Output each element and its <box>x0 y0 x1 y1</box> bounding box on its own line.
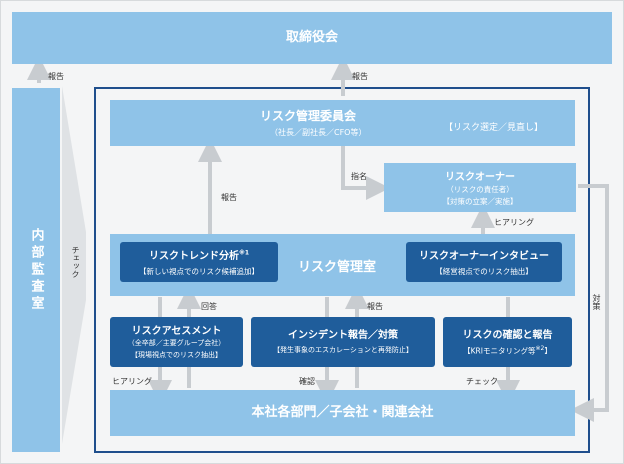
risk-confirm-box: リスクの確認と報告 【KRIモニタリング等※2】 <box>443 317 572 367</box>
interview-title: リスクオーナーインタビュー <box>419 251 549 262</box>
label-check-audit: チェック <box>71 246 80 278</box>
label-answer: 回答 <box>201 302 217 311</box>
owner-line1: （リスクの責任者） <box>446 185 514 194</box>
interview-sub: 【経営視点でのリスク抽出】 <box>435 267 533 276</box>
label-report-audit: 報告 <box>48 72 64 81</box>
trend-title: リスクトレンド分析 <box>148 251 239 262</box>
board-title: 取締役会 <box>285 30 338 45</box>
incident-title: インシデント報告／対策 <box>288 330 398 341</box>
audit-box: 内部監査室 <box>12 88 60 452</box>
check-chevron-shape <box>62 86 86 444</box>
audit-title: 内部監査室 <box>28 227 44 313</box>
owner-title: リスクオーナー <box>445 172 515 183</box>
incident-sub: 【発生事象のエスカレーションと再発防止】 <box>273 346 413 354</box>
committee-title: リスク管理委員会 <box>260 109 357 123</box>
committee-members: （社長／副社長／CFO等） <box>270 128 367 137</box>
owner-box: リスクオーナー （リスクの責任者） 【対策の立案／実施】 <box>384 163 576 212</box>
label-report-room: 報告 <box>221 193 237 202</box>
confirm-sub-end: 】 <box>544 346 552 356</box>
assessment-line1: （全卒部／主要グループ会社） <box>127 339 226 347</box>
label-nominate: 指名 <box>351 172 367 181</box>
label-confirm: 確認 <box>299 377 315 386</box>
risk-assessment-box: リスクアセスメント （全卒部／主要グループ会社） 【現場視点でのリスク抽出】 <box>110 317 243 367</box>
company-title: 本社各部門／子会社・関連会社 <box>251 405 434 420</box>
trend-title-line: リスクトレンド分析※1 <box>120 247 278 262</box>
incident-report-box: インシデント報告／対策 【発生事象のエスカレーションと再発防止】 <box>251 317 435 367</box>
board-box: 取締役会 <box>12 12 612 64</box>
arrow-nominate <box>341 146 390 200</box>
assessment-line2: 【現場視点でのリスク抽出】 <box>131 351 222 359</box>
arrow-measures <box>570 184 609 422</box>
confirm-sub: 【KRIモニタリング等 <box>463 346 536 356</box>
label-report-committee: 報告 <box>352 72 368 81</box>
label-check-right: チェック <box>466 377 498 386</box>
label-hearing-owner: ヒアリング <box>494 218 534 227</box>
owner-line2: 【対策の立案／実施】 <box>442 197 518 206</box>
label-report-incident: 報告 <box>367 302 383 311</box>
risk-room-title: リスク管理室 <box>298 260 377 275</box>
label-measures: 対策 <box>592 294 601 310</box>
assessment-title: リスクアセスメント <box>131 326 222 337</box>
confirm-note: ※2 <box>535 345 545 352</box>
trend-analysis-box: リスクトレンド分析※1 【新しい視点でのリスク候補追加】 <box>120 242 278 282</box>
confirm-title: リスクの確認と報告 <box>462 330 553 341</box>
committee-box: リスク管理委員会 （社長／副社長／CFO等） 【リスク選定／見直し】 <box>110 100 575 146</box>
confirm-sub-line: 【KRIモニタリング等※2】 <box>443 345 572 357</box>
committee-role: 【リスク選定／見直し】 <box>444 123 544 133</box>
owner-interview-box: リスクオーナーインタビュー 【経営視点でのリスク抽出】 <box>406 242 562 282</box>
label-hearing-left: ヒアリング <box>112 377 152 386</box>
trend-note: ※1 <box>238 249 249 257</box>
company-box: 本社各部門／子会社・関連会社 <box>110 390 575 436</box>
trend-sub: 【新しい視点でのリスク候補追加】 <box>139 267 259 276</box>
